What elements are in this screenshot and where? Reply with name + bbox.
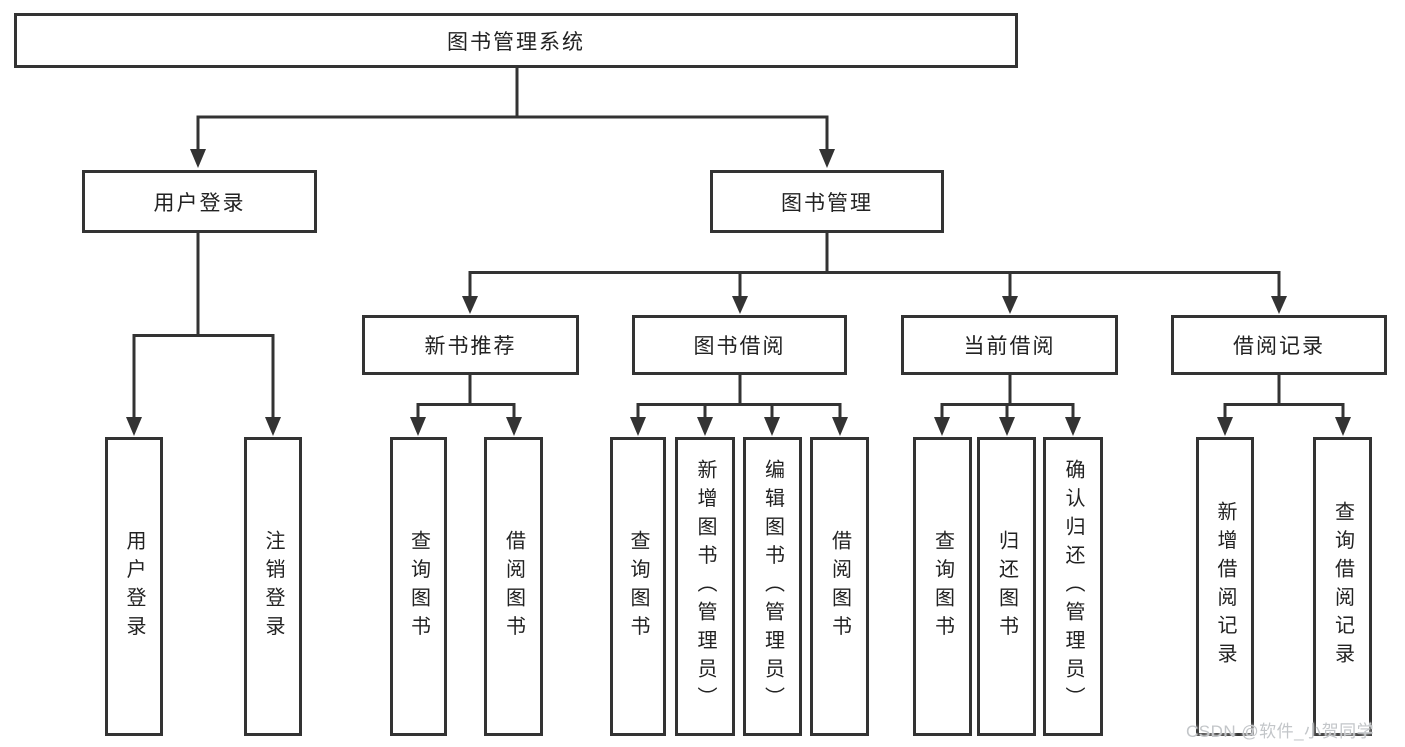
tree-edges	[132, 68, 1345, 419]
arrowheads	[126, 149, 1351, 436]
leaf-edit-books-admin: 编辑图书（管理员）	[743, 437, 802, 736]
leaf-query-books-borrowing: 查询图书	[610, 437, 666, 736]
node-user-login: 用户登录	[82, 170, 317, 233]
leaf-query-borrow-record: 查询借阅记录	[1313, 437, 1372, 736]
leaf-logout: 注销登录	[244, 437, 302, 736]
leaf-borrow-books: 借阅图书	[810, 437, 869, 736]
leaf-user-login: 用户登录	[105, 437, 163, 736]
leaf-borrow-books-recommend: 借阅图书	[484, 437, 543, 736]
leaf-return-books: 归还图书	[977, 437, 1036, 736]
node-borrowing-records: 借阅记录	[1171, 315, 1387, 375]
leaf-confirm-return-admin: 确认归还（管理员）	[1043, 437, 1103, 736]
leaf-add-books-admin: 新增图书（管理员）	[675, 437, 735, 736]
leaf-query-books-current: 查询图书	[913, 437, 972, 736]
node-library-system: 图书管理系统	[14, 13, 1018, 68]
csdn-watermark: CSDN @软件_小贺同学	[1186, 722, 1375, 741]
leaf-query-books-recommend: 查询图书	[390, 437, 447, 736]
node-current-borrowing: 当前借阅	[901, 315, 1118, 375]
leaf-add-borrow-record: 新增借阅记录	[1196, 437, 1254, 736]
node-new-book-recommend: 新书推荐	[362, 315, 579, 375]
node-book-borrowing: 图书借阅	[632, 315, 847, 375]
node-book-management: 图书管理	[710, 170, 944, 233]
